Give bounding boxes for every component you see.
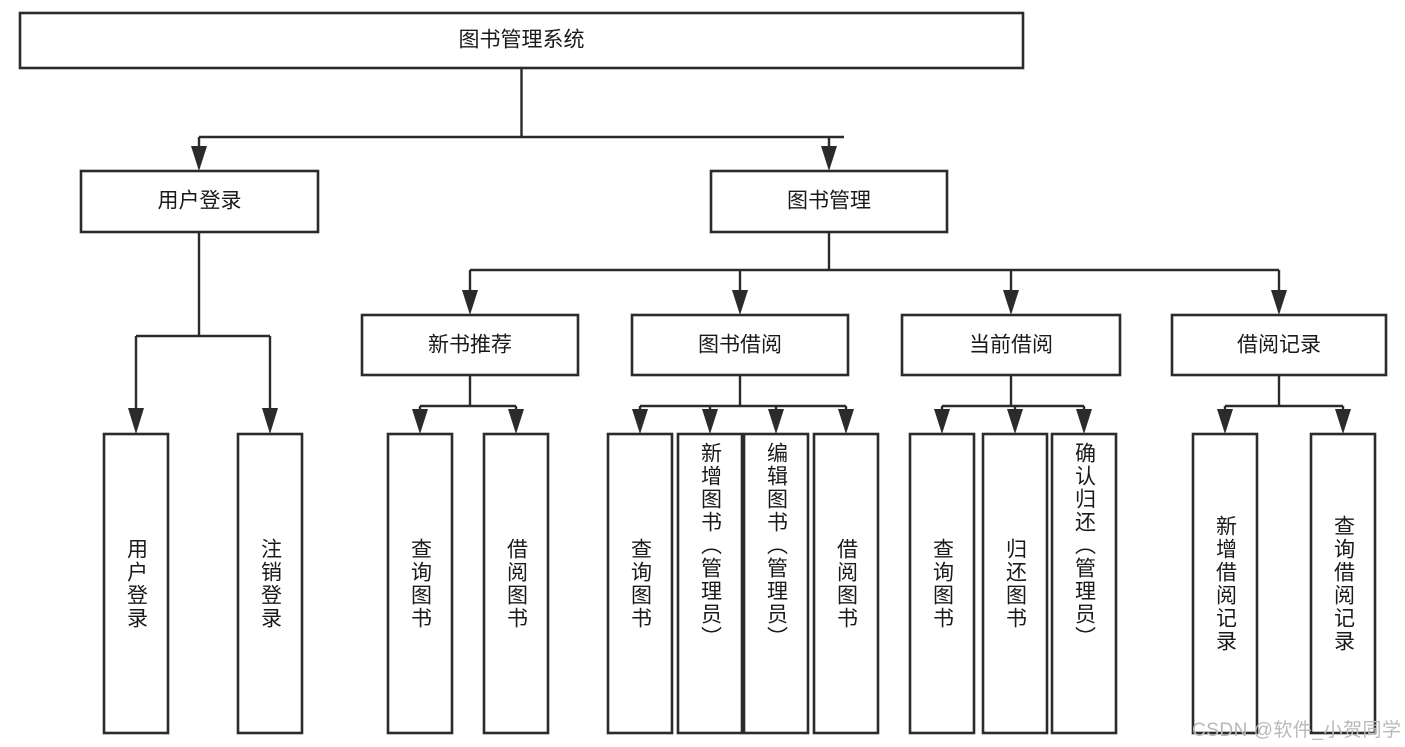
node-l-query-book-bb[interactable] <box>606 432 674 735</box>
arrow-head-icon-user-login <box>191 146 207 171</box>
arrow-head-icon-l-logout <box>262 408 278 434</box>
node-new-book-rec[interactable] <box>360 313 580 377</box>
arrow-head-icon-l-query-book-cb <box>934 409 950 434</box>
node-book-manage-label: 图书管理 <box>787 190 871 213</box>
arrow-head-icon-l-return-book <box>1007 409 1023 434</box>
node-l-add-book[interactable] <box>676 432 744 735</box>
node-book-manage[interactable] <box>709 169 949 234</box>
arrow-head-icon-new-book-rec <box>462 290 478 315</box>
node-book-borrow[interactable] <box>630 313 850 377</box>
connector-layer <box>128 68 1351 434</box>
arrow-head-icon-l-borrow-book-bb <box>838 409 854 434</box>
node-l-borrow-book-bb[interactable] <box>812 432 880 735</box>
node-borrow-record[interactable] <box>1170 313 1388 377</box>
arrow-head-icon-borrow-record <box>1271 290 1287 315</box>
node-user-login-label: 用户登录 <box>158 190 242 213</box>
node-root[interactable] <box>18 11 1025 70</box>
arrow-head-icon-l-query-record <box>1335 409 1351 434</box>
arrow-head-icon-current-borrow <box>1003 290 1019 315</box>
arrow-head-icon-l-query-book-rec <box>412 409 428 434</box>
node-l-query-book-cb[interactable] <box>908 432 976 735</box>
node-l-query-book-rec[interactable] <box>386 432 454 735</box>
arrow-head-icon-l-borrow-book-rec <box>508 409 524 434</box>
node-l-user-login[interactable] <box>102 432 170 735</box>
arrow-head-icon-l-add-record <box>1217 409 1233 434</box>
node-book-borrow-label: 图书借阅 <box>698 334 782 357</box>
arrow-head-icon-book-manage <box>821 146 837 171</box>
node-current-borrow-label: 当前借阅 <box>969 334 1053 357</box>
node-new-book-rec-label: 新书推荐 <box>428 334 512 357</box>
arrow-head-icon-l-query-book-bb <box>632 409 648 434</box>
node-l-logout[interactable] <box>236 432 304 735</box>
node-l-edit-book[interactable] <box>742 432 810 735</box>
arrow-head-icon-l-user-login <box>128 408 144 434</box>
node-root-label: 图书管理系统 <box>459 29 585 52</box>
csdn-watermark: CSDN @软件_小贺同学 <box>1192 720 1402 741</box>
node-l-borrow-book-rec[interactable] <box>482 432 550 735</box>
node-l-add-record[interactable] <box>1191 432 1259 735</box>
node-current-borrow[interactable] <box>900 313 1122 377</box>
node-layer: 图书管理系统 用户登录 图书管理 新书推荐 图书借阅 当前借阅 借阅记录 <box>18 11 1388 735</box>
arrow-head-icon-l-confirm-return <box>1076 409 1092 434</box>
node-l-query-record[interactable] <box>1309 432 1377 735</box>
node-borrow-record-label: 借阅记录 <box>1237 334 1321 357</box>
arrow-head-icon-l-add-book <box>702 409 718 434</box>
node-l-confirm-return[interactable] <box>1050 432 1118 735</box>
node-user-login[interactable] <box>79 169 320 234</box>
arrow-head-icon-book-borrow <box>732 290 748 315</box>
arrow-head-icon-l-edit-book <box>768 409 784 434</box>
node-l-return-book[interactable] <box>981 432 1049 735</box>
